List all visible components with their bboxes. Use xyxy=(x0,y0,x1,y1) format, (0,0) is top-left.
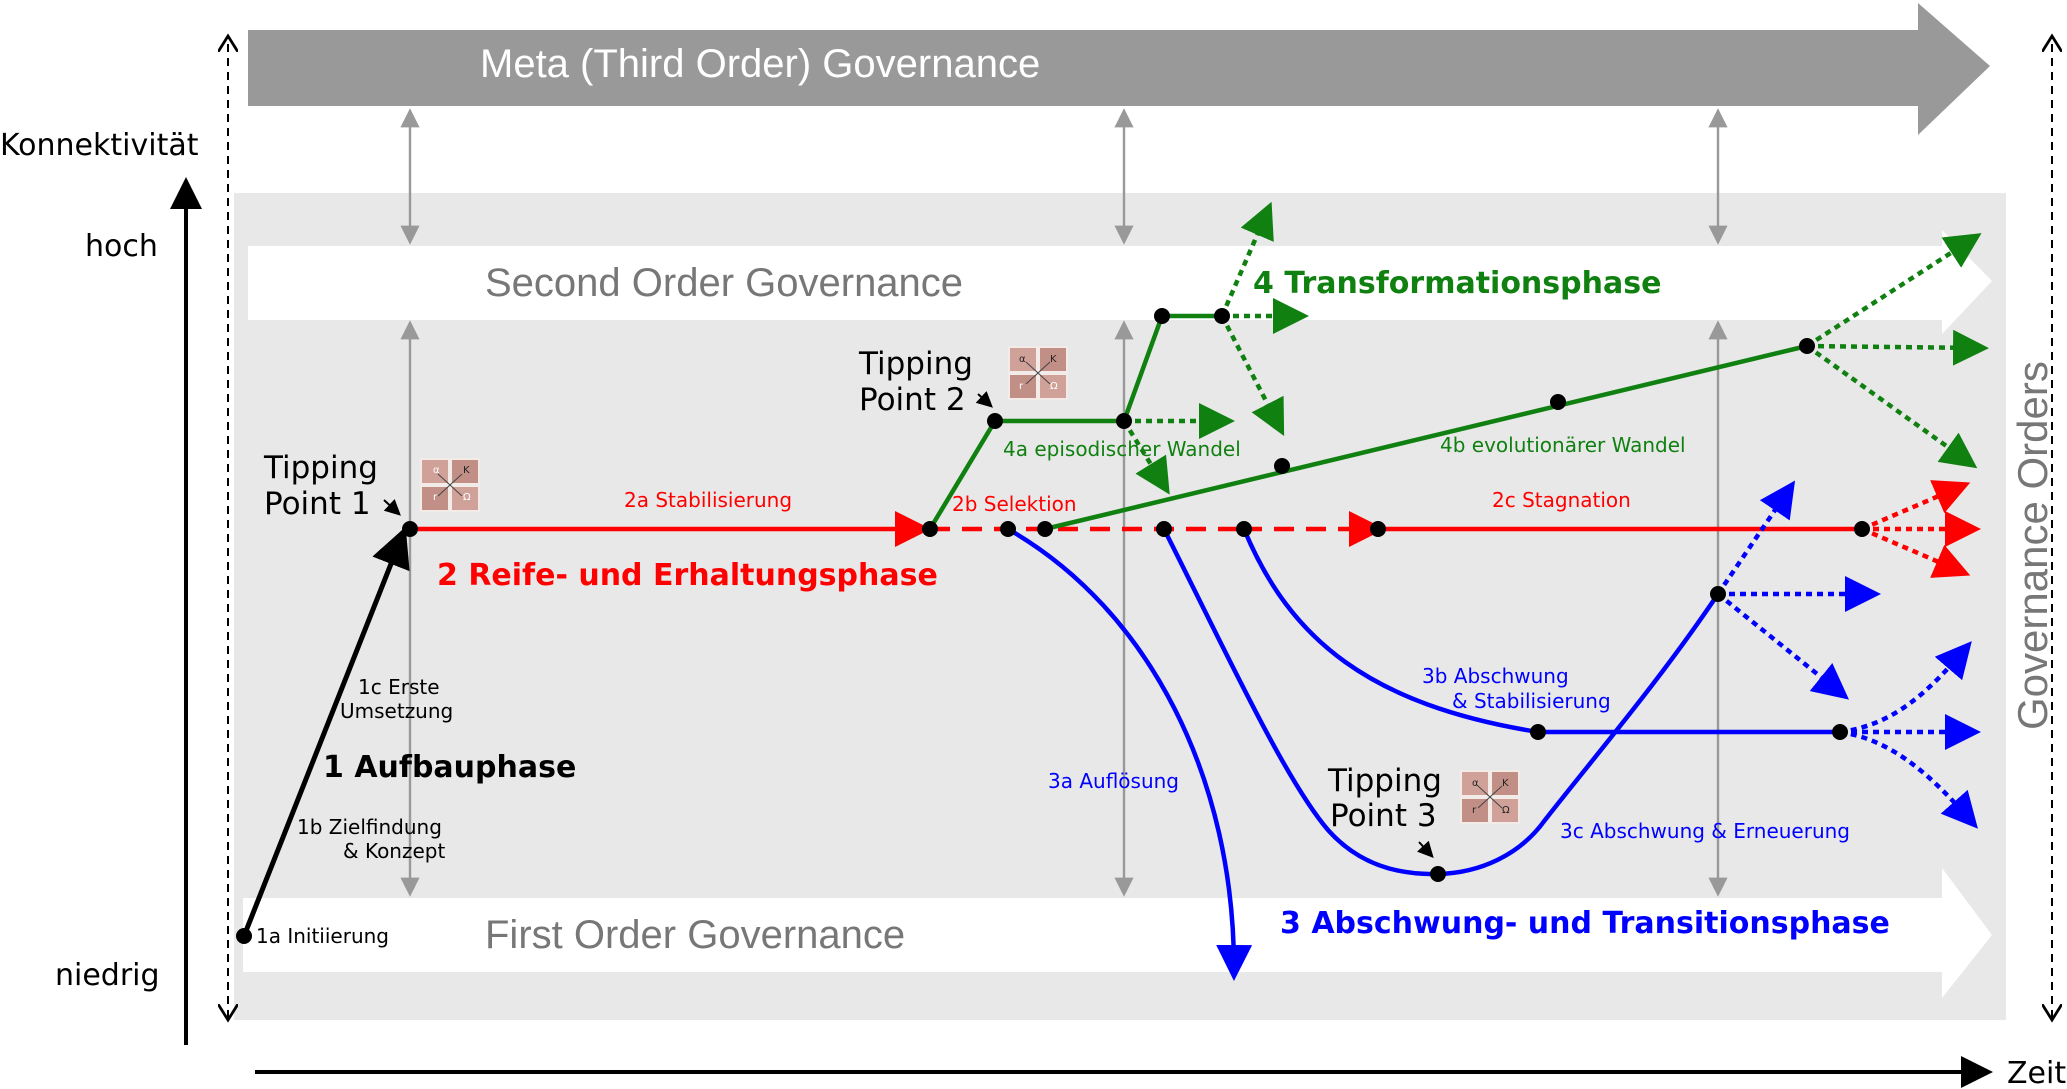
node-tipping-point-2 xyxy=(987,413,1003,429)
meta-governance-band-arrow xyxy=(248,3,1990,135)
phase2-path xyxy=(410,480,1981,578)
adaptive-cycle-icon-2: α K r Ω xyxy=(1007,346,1069,400)
node-evolutionary-2 xyxy=(1550,394,1566,410)
phase2-title: 2 Reife- und Erhaltungsphase xyxy=(437,558,938,593)
tipping-point-3-line2: Point 3 xyxy=(1330,798,1437,834)
tipping-point-1-pointer xyxy=(383,498,401,516)
phase4-evolutionary-change-line xyxy=(1044,343,1808,532)
label-1c-line1: 1c Erste xyxy=(358,675,440,699)
label-4b: 4b evolutionärer Wandel xyxy=(1440,433,1686,457)
label-3a: 3a Auflösung xyxy=(1048,769,1179,793)
label-3c: 3c Abschwung & Erneuerung xyxy=(1560,819,1850,843)
tipping-point-2-label: Tipping Point 2 xyxy=(858,346,993,418)
icon2-r: r xyxy=(1019,381,1024,392)
adaptive-cycle-icon-1: α K r Ω xyxy=(419,458,481,512)
second-order-governance-band-arrow xyxy=(248,230,1992,334)
phase3-dotted-a-down xyxy=(1716,592,1850,700)
node-stabilization-end xyxy=(1832,724,1848,740)
icon3-alpha: α xyxy=(1472,778,1479,789)
phase4-dotted-top-up xyxy=(1219,201,1274,317)
tipping-point-1-label: Tipping Point 1 xyxy=(263,450,401,522)
phase1-path xyxy=(236,526,410,944)
icon3-kappa: K xyxy=(1502,778,1509,789)
meta-governance-label: Meta (Third Order) Governance xyxy=(480,42,1040,86)
phase3-downturn-stabilization-curve xyxy=(1241,528,1840,735)
node-stagnation xyxy=(1370,521,1386,537)
node-tipping-point-1 xyxy=(402,521,418,537)
icon3-r: r xyxy=(1472,805,1477,816)
label-1c-line2: Umsetzung xyxy=(340,699,453,723)
node-episodic-top-1 xyxy=(1154,308,1170,324)
label-2b: 2b Selektion xyxy=(952,492,1077,516)
phase4-dotted-end-mid xyxy=(1806,329,1989,366)
node-renewal-end xyxy=(1710,586,1726,602)
y-axis-low-label: niedrig xyxy=(55,958,160,993)
node-episodic-top-2 xyxy=(1214,308,1230,324)
icon2-omega: Ω xyxy=(1050,381,1058,392)
phase3-dotted-b-down xyxy=(1839,729,1978,829)
phase4-dotted-end-down xyxy=(1805,344,1978,469)
node-evolutionary-1 xyxy=(1274,458,1290,474)
icon1-r: r xyxy=(433,492,438,503)
phase3-dotted-b-up xyxy=(1839,641,1972,735)
phase2-dotted-out-up xyxy=(1861,480,1971,532)
y-axis-label: Konnektivität xyxy=(0,128,199,163)
node-1a xyxy=(236,928,252,944)
first-order-governance-band-arrow xyxy=(243,868,1992,998)
stage-labels: 1a Initiierung 1b Zielfindung & Konzept … xyxy=(256,433,1850,948)
label-1b-line1: 1b Zielfindung xyxy=(297,815,442,839)
tipping-point-2-pointer xyxy=(975,390,993,408)
node-stabilization-level xyxy=(1530,724,1546,740)
x-axis-label: Zeit xyxy=(2007,1056,2066,1089)
label-3b-line2: & Stabilisierung xyxy=(1452,689,1611,713)
tipping-point-3-label: Tipping Point 3 xyxy=(1327,763,1442,858)
governance-orders-label: Governance Orders xyxy=(2009,361,2056,730)
node-stagnation-end xyxy=(1854,521,1870,537)
node-dissolution-start xyxy=(1000,521,1016,537)
adaptive-cycle-icon-3: α K r Ω xyxy=(1459,770,1521,824)
icon2-kappa: K xyxy=(1050,354,1057,365)
tipping-point-3-pointer xyxy=(1416,840,1434,858)
phase1-build-up-line xyxy=(241,526,410,937)
second-order-governance-label: Second Order Governance xyxy=(485,261,963,305)
node-tipping-point-3 xyxy=(1430,866,1446,882)
label-3b-line1: 3b Abschwung xyxy=(1422,664,1569,688)
tipping-point-2-line1: Tipping xyxy=(858,346,973,382)
node-renewal-start xyxy=(1156,521,1172,537)
tipping-point-2-line2: Point 2 xyxy=(859,382,966,418)
first-order-governance-label: First Order Governance xyxy=(485,913,905,957)
tipping-point-3-line1: Tipping xyxy=(1327,763,1442,799)
node-stabilization-start xyxy=(1236,521,1252,537)
node-2b-selection xyxy=(922,521,938,537)
y-axis-high-label: hoch xyxy=(85,229,158,264)
node-evolutionary-end xyxy=(1799,338,1815,354)
label-1b-line2: & Konzept xyxy=(343,839,445,863)
label-4a: 4a episodischer Wandel xyxy=(1003,437,1241,461)
icon1-kappa: K xyxy=(463,465,470,476)
phase4-title: 4 Transformationsphase xyxy=(1253,266,1661,301)
phase3-title: 3 Abschwung- und Transitionsphase xyxy=(1280,906,1890,941)
phase4-dotted-end-up xyxy=(1805,233,1982,348)
icon2-alpha: α xyxy=(1019,354,1026,365)
phase1-title: 1 Aufbauphase xyxy=(323,750,576,785)
label-1a: 1a Initiierung xyxy=(256,924,389,948)
icon1-alpha: α xyxy=(433,465,440,476)
node-episodic-branch xyxy=(1116,413,1132,429)
axes: Konnektivität hoch niedrig Zeit Governan… xyxy=(0,38,2066,1089)
icon1-omega: Ω xyxy=(463,492,471,503)
node-evolutionary-start xyxy=(1037,521,1053,537)
nodes xyxy=(402,308,1870,882)
phase4-dotted-episodic-down xyxy=(1122,419,1170,495)
icon3-omega: Ω xyxy=(1502,805,1510,816)
label-2c: 2c Stagnation xyxy=(1492,488,1631,512)
tipping-point-1-line1: Tipping xyxy=(263,450,378,486)
phase3-dissolution-curve xyxy=(1006,527,1253,981)
tipping-point-1-line2: Point 1 xyxy=(264,486,371,522)
phase2-dotted-out-down xyxy=(1861,526,1971,578)
label-2a: 2a Stabilisierung xyxy=(624,488,792,512)
